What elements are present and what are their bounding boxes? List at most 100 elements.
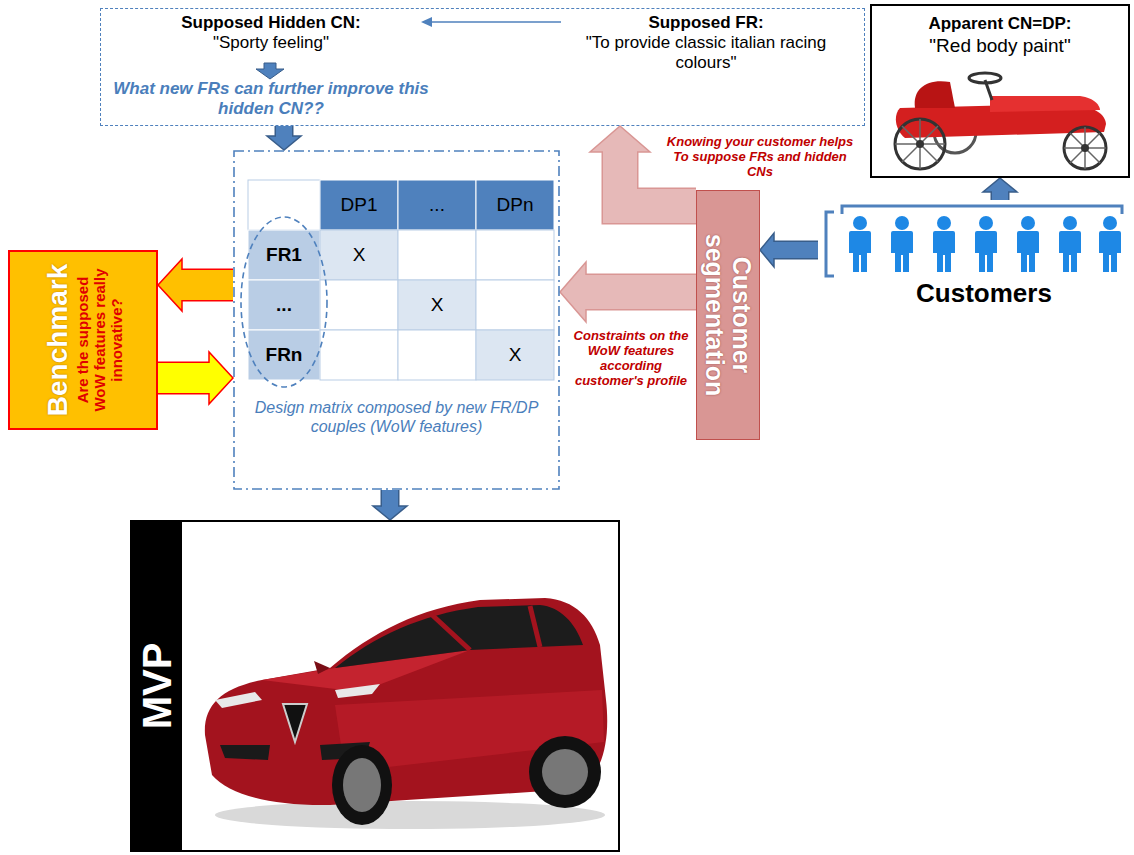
car-pillar [430,606,540,650]
car-headlight [335,684,380,698]
segmentation-box: Customer segmentation [696,190,760,440]
connector-arrow [983,178,1017,200]
person-icon [1059,216,1081,272]
matrix-caption: Design matrix composed by new FR/DP coup… [245,398,548,436]
connector-fill [158,363,211,393]
apparent-need-box: Apparent CN=DP:"Red body paint" [870,4,1130,178]
rotated-text-block: BenchmarkAre the supposed WoW features r… [42,259,125,421]
car-windows [335,605,583,668]
functional-requirement: Supposed FR:"To provide classic italian … [561,11,851,85]
car-headlight [215,692,262,708]
connector-fill [276,126,292,138]
node-text: Are the supposed WoW features really inn… [74,259,125,421]
connector-fill [772,242,818,258]
table-cell [248,230,320,280]
sports-car-picture [205,598,607,829]
person-icon [891,216,913,272]
connector-arrow [560,262,696,322]
table-cell-text: X [320,230,398,280]
table-cell [476,330,554,380]
arrow-head [760,233,774,267]
person-icon [1017,216,1039,272]
wheel-hub [1081,144,1089,152]
bracket [842,206,1122,214]
rotated-text-block: Customer segmentation [701,198,755,432]
car-grille [283,704,307,742]
table-cell-text: X [398,280,476,330]
dash-dot-outline [234,151,559,489]
table-cell-text: DPn [476,180,554,230]
table-cell [476,230,554,280]
car-shadow [215,801,605,829]
question-text: What new FRs can further improve this hi… [111,79,431,119]
node-text: "Red body paint" [872,34,1128,57]
table-cell [476,180,554,230]
car-mirror [314,661,330,674]
arrow-head [158,259,182,311]
table-cell [320,180,398,230]
customer-group: Customers [818,200,1130,314]
car-wheel [895,119,945,169]
table-cell [398,330,476,380]
pedal-car-picture [895,73,1106,169]
person-icon [933,216,955,272]
connector-arrow [421,17,561,27]
arrow-head [209,352,233,404]
car-seat [915,81,955,108]
car-wheel [332,745,392,825]
table-cell [398,280,476,330]
table-cell-text: X [476,330,554,380]
node-text: "To provide classic italian racing colou… [561,33,851,73]
wheel-spokes [895,119,945,169]
car-intake [220,745,270,760]
car-rim [542,749,588,795]
node-heading: Benchmark [42,259,74,421]
arrow-head [560,262,586,322]
node-heading: Apparent CN=DP: [872,12,1128,34]
car-wheel [1064,127,1106,169]
fr-column-highlight [241,217,327,387]
node-text: "Sporty feeling" [121,33,421,53]
arrow-head [983,178,1017,192]
connector-fill [584,275,696,309]
mvp-band: MVP [132,522,182,850]
table-cell-text: ... [248,280,320,330]
person-icon [849,216,871,272]
table-cell-text: FR1 [248,230,320,280]
connector-arrow [760,233,818,267]
person-icon [975,216,997,272]
mvp-box: MVP [130,520,620,852]
node-text: Customers [838,278,1130,308]
matrix-table [248,180,554,380]
table-cell [320,230,398,280]
node-text: Customer segmentation [701,198,755,432]
table-cell [476,280,554,330]
bracket [826,212,834,276]
node-heading: Supposed FR: [561,11,851,33]
table-cell [398,180,476,230]
car-hood [990,96,1100,112]
connector-arrow [373,490,407,520]
table-cell-text: ... [398,180,476,230]
hidden-need: Supposed Hidden CN:"Sporty feeling" [121,11,421,61]
person-icon [1099,216,1121,272]
table-cell-text: FRn [248,330,320,380]
arrow-head [421,17,432,27]
wheel-hub [916,140,924,148]
table-cell [398,230,476,280]
table-cell [248,180,320,230]
wheel-spokes [1064,127,1106,169]
connector-arrow [158,352,233,404]
connector-line [423,21,561,23]
rotated-text-block: MVP [135,529,179,843]
table-cell-text: DP1 [320,180,398,230]
design-matrix: Design matrix composed by new FR/DP coup… [233,150,560,490]
car-wheel [529,736,601,808]
table-cell [320,330,398,380]
benchmark-box: BenchmarkAre the supposed WoW features r… [8,250,158,430]
arrow-head [590,126,650,152]
table-cell [248,280,320,330]
table-cell [248,330,320,380]
